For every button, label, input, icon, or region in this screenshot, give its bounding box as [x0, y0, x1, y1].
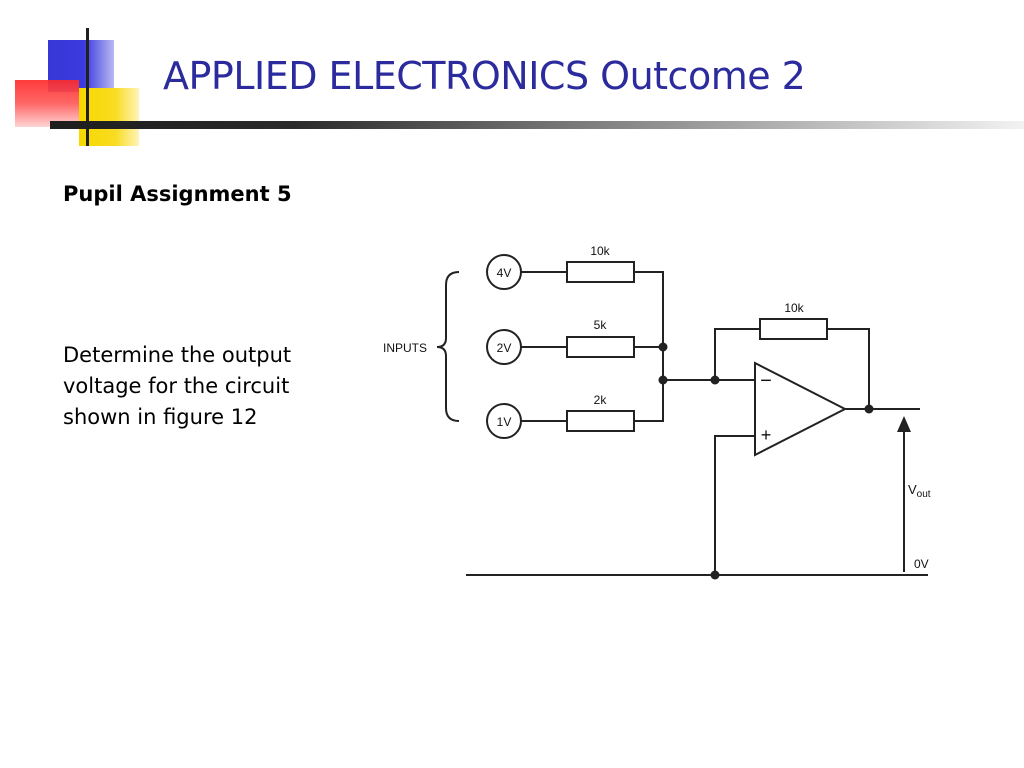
- opamp-inverting-sign: −: [760, 370, 772, 392]
- slide-title: APPLIED ELECTRONICS Outcome 2: [163, 54, 806, 98]
- logo-vertical-line: [86, 28, 89, 146]
- wire: [521, 380, 664, 422]
- junction-dot: [710, 375, 720, 385]
- inputs-label: INPUTS: [383, 341, 427, 355]
- vout-subscript: out: [917, 489, 931, 500]
- question-line: shown in figure 12: [63, 405, 258, 429]
- vout-arrow-head: [897, 416, 911, 432]
- assignment-heading: Pupil Assignment 5: [63, 182, 292, 206]
- vout-label: Vout: [908, 482, 931, 500]
- resistor-2k-input: [566, 410, 635, 432]
- junction-dot: [658, 342, 668, 352]
- ground-label: 0V: [914, 557, 929, 571]
- resistor-10k-feedback: [759, 318, 828, 340]
- vout-main: V: [908, 482, 917, 497]
- opamp-triangle: [754, 361, 848, 457]
- junction-dot: [710, 570, 720, 580]
- wire: [521, 271, 664, 380]
- source-1v: [486, 403, 522, 439]
- question-line: Determine the output: [63, 343, 292, 367]
- question-line: voltage for the circuit: [63, 374, 290, 398]
- opamp-noninverting-sign: +: [761, 425, 772, 445]
- source-4v: [486, 254, 522, 290]
- wire: [714, 328, 870, 409]
- source-2v: [486, 329, 522, 365]
- title-rule: [50, 121, 1024, 129]
- wire: [714, 435, 755, 575]
- source-label: 2V: [497, 341, 512, 355]
- logo-yellow-square: [79, 88, 139, 146]
- logo-red-square: [15, 80, 79, 127]
- source-label: 1V: [497, 415, 512, 429]
- resistor-5k-input: [566, 336, 635, 358]
- resistor-label: 10k: [590, 244, 610, 258]
- resistor-10k-input: [566, 261, 635, 283]
- junction-dot: [864, 404, 874, 414]
- question-text: Determine the output voltage for the cir…: [63, 340, 333, 433]
- junction-dot: [658, 375, 668, 385]
- resistor-label: 10k: [784, 301, 804, 315]
- inputs-brace: [436, 271, 460, 422]
- slide-logo: [0, 0, 160, 160]
- resistor-label: 5k: [594, 318, 608, 332]
- source-label: 4V: [497, 266, 512, 280]
- resistor-label: 2k: [594, 393, 608, 407]
